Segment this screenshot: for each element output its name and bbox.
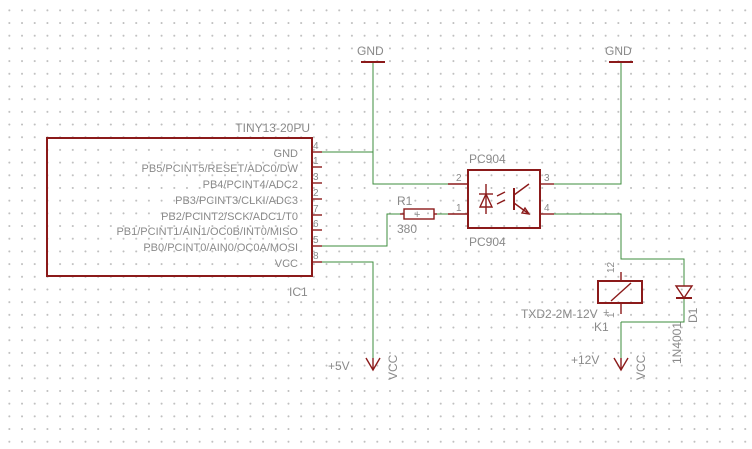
resistor-r1: + R1 380 (397, 194, 437, 236)
diode-d1: 1N4001 D1 (670, 285, 700, 364)
relay-coil-slash (610, 282, 632, 302)
opto-pin-number: 3 (544, 173, 550, 184)
ic1-pin-number: 7 (313, 204, 319, 215)
optocoupler-pc904: PC904 PC904 2 1 3 4 (448, 152, 554, 249)
relay-pin-number: 1 (606, 312, 617, 318)
diode-ref-label: D1 (686, 307, 700, 323)
ic1-pin-name: GND (274, 148, 299, 160)
ic1-pin-name: PB2/PCINT2/SCK/ADC1/T0 (161, 211, 298, 223)
vcc-net-label-left: VCC (386, 354, 400, 380)
relay-minus-mark: - (624, 270, 628, 282)
gnd-symbol-right: GND (605, 44, 633, 63)
diode-part-label: 1N4001 (670, 322, 684, 364)
opto-pin-number: 1 (456, 203, 462, 214)
ic1-pin-number: 6 (313, 219, 319, 230)
wire-ic-gnd (322, 151, 448, 185)
r1-ref-label: R1 (397, 194, 413, 208)
r1-plus-mark: + (414, 209, 420, 221)
opto-pin-number: 2 (456, 173, 462, 184)
opto-part-label-bottom: PC904 (469, 235, 506, 249)
supply-symbol-12v: +12V VCC (571, 353, 648, 380)
ic1-pin-name: VCC (275, 258, 298, 270)
ic1-pin-name: PB1/PCINT1/AIN1/OC0B/INT0/MISO (116, 226, 298, 238)
gnd-label-right: GND (605, 44, 632, 58)
ic1-pin-name: PB0/PCINT0/AIN0/OC0A/MOSI (143, 242, 298, 254)
relay-pin-number: 12 (606, 261, 617, 273)
wire-diode-return (621, 298, 685, 323)
relay-plus-mark: + (603, 307, 609, 319)
ic1-pin-name: PB3/PCINT3/CLKI/ADC3 (175, 195, 298, 207)
opto-body (467, 169, 541, 229)
opto-part-label-top: PC904 (469, 152, 506, 166)
wire-opto-gnd (554, 62, 622, 185)
relay-coil-body (597, 280, 643, 304)
ic1-pin-number: 8 (313, 251, 319, 262)
ic1-part-label: TINY13-20PU (235, 121, 310, 135)
supply-symbol-5v: +5V VCC (328, 354, 400, 380)
diode-body (674, 285, 694, 300)
gnd-symbol-left: GND (357, 44, 385, 63)
supply-label-5v: +5V (328, 359, 350, 373)
ic1-body (46, 137, 313, 277)
opto-phototransistor-icon (513, 183, 531, 215)
ic1-pin-number: 1 (313, 156, 319, 167)
opto-pin-number: 4 (544, 203, 550, 214)
wires (322, 62, 685, 358)
relay-k1: - + 12 1 TXD2-2M-12V K1 (521, 261, 643, 334)
gnd-label-left: GND (357, 44, 384, 58)
ic1-pin-name: PB4/PCINT4/ADC2 (203, 179, 298, 191)
wire-pb0-r1 (322, 213, 400, 247)
wire-opto-relay (554, 213, 685, 286)
opto-led-icon (478, 184, 506, 214)
wire-ic-vcc (322, 261, 374, 358)
ic1-pin-number: 4 (313, 141, 319, 152)
vcc-net-label-right: VCC (634, 354, 648, 380)
ic1-pin-number: 5 (313, 235, 319, 246)
supply-label-12v: +12V (571, 353, 599, 367)
ic1-pin-number: 3 (313, 172, 319, 183)
relay-ref-label: K1 (594, 320, 609, 334)
ic1-pin-number: 2 (313, 188, 319, 199)
ic1-symbol: TINY13-20PU IC1 GND PB5/PCINT5/RESET/ADC… (46, 121, 322, 299)
ic1-pin-name: PB5/PCINT5/RESET/ADC0/DW (142, 163, 299, 175)
ic1-ref-label: IC1 (289, 285, 308, 299)
relay-part-label: TXD2-2M-12V (521, 307, 598, 321)
r1-value-label: 380 (397, 222, 417, 236)
